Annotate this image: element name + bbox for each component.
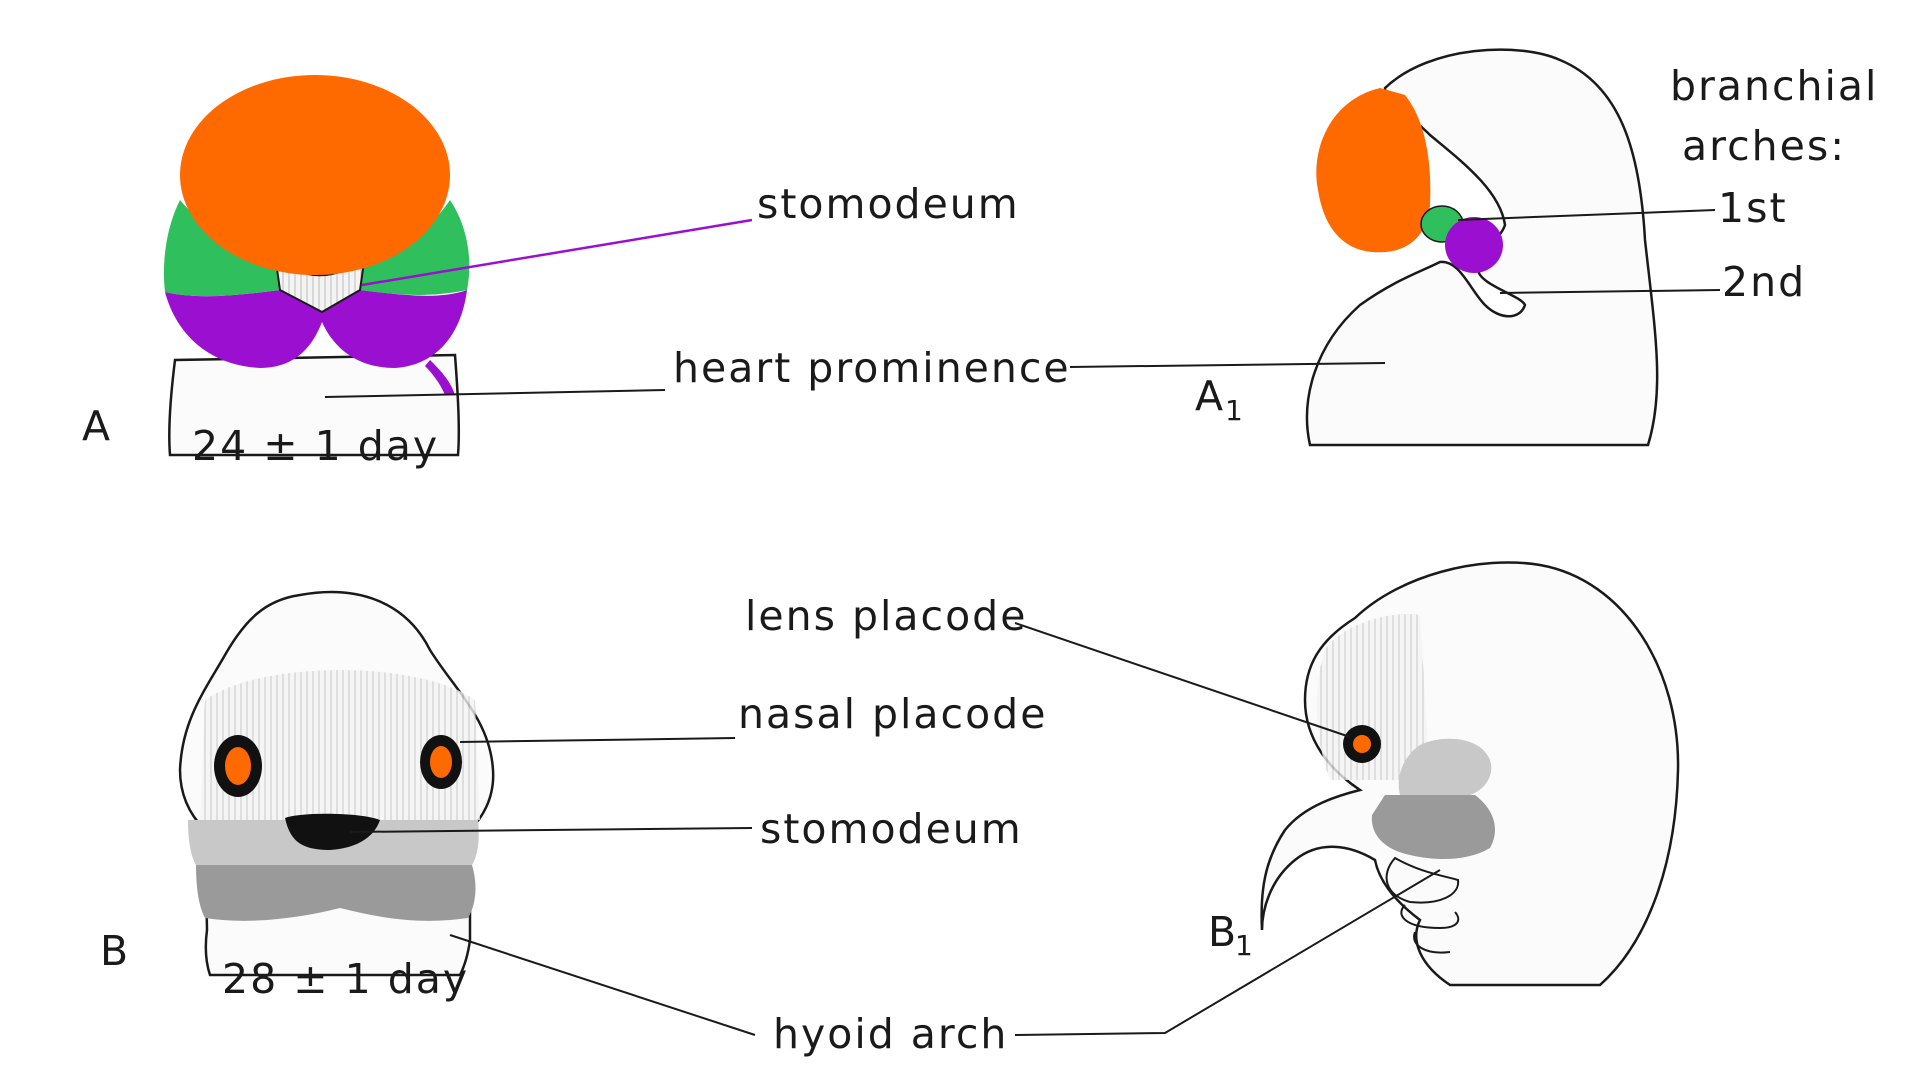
panel-b: B 28 ± 1 day lens placode nasal placode … xyxy=(100,592,1047,1058)
panel-a1-first-label: 1st xyxy=(1718,184,1788,232)
panel-b-age: 28 ± 1 day xyxy=(222,955,469,1003)
panel-a1-purple-arch xyxy=(1445,217,1503,273)
panel-a-age: 24 ± 1 day xyxy=(192,422,439,470)
panel-b1-lens-placode-inner xyxy=(1353,735,1371,753)
panel-a1-arches-title-line1: branchial xyxy=(1670,62,1878,110)
panel-b-letter: B xyxy=(100,927,130,975)
panel-a1-arches-title-line2: arches: xyxy=(1682,122,1846,170)
panel-a1: branchial arches: 1st 2nd A 1 xyxy=(1070,50,1878,445)
panel-a1-orange-forebrain xyxy=(1316,88,1430,252)
panel-b1-letter: B xyxy=(1208,908,1238,956)
panel-a1-letter: A xyxy=(1195,372,1225,420)
panel-b1-lens-leader xyxy=(1015,623,1350,737)
panel-b-stomodeum-label: stomodeum xyxy=(760,805,1023,853)
panel-b-left-placode-inner xyxy=(225,747,251,785)
panel-b-hyoid-leader xyxy=(450,935,755,1035)
panel-b-right-placode-inner xyxy=(430,746,452,778)
panel-a1-letter-sub: 1 xyxy=(1225,394,1243,427)
panel-a-heart-label: heart prominence xyxy=(673,344,1071,392)
panel-b-lens-label: lens placode xyxy=(745,592,1027,640)
panel-a-orange-forebrain xyxy=(180,75,450,275)
panel-a1-second-label: 2nd xyxy=(1722,258,1806,306)
panel-b1-letter-sub: 1 xyxy=(1235,929,1253,962)
panel-b-nasal-label: nasal placode xyxy=(738,690,1047,738)
panel-b-nasal-leader xyxy=(460,738,735,742)
panel-a: A 24 ± 1 day stomodeum heart prominence xyxy=(82,75,1071,470)
panel-a-letter: A xyxy=(82,402,112,450)
panel-a-stomodeum-label: stomodeum xyxy=(757,180,1020,228)
panel-b1: B 1 xyxy=(1015,562,1678,1035)
panel-b-hyoid-label: hyoid arch xyxy=(773,1010,1008,1058)
